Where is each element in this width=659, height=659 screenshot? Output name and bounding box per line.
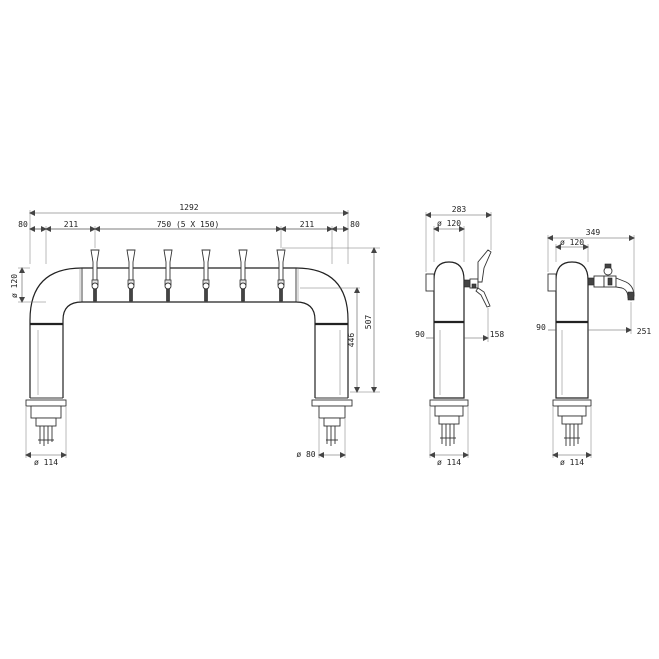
side-b-dim-90-label: 90 [536,323,546,332]
side-a-dim-dia114-label: ø 114 [437,458,461,467]
dim-dia114-front-label: ø 114 [34,458,58,467]
side-a-dim-90-label: 90 [415,330,425,339]
side-a-dim-283-label: 283 [452,205,467,214]
side-a-rear-cap [425,273,435,292]
side-a-column [433,261,465,399]
side-b-rear-cap [547,273,557,292]
side-view-b: 349 ø 120 90 251 ø 114 [536,228,651,467]
side-a-dim-158-label: 158 [490,330,505,339]
tap-5 [238,249,248,302]
front-view: 1292 80 211 750 (5 X 150) 211 80 ø 120 5… [10,203,380,467]
side-b-dim-251-label: 251 [637,327,652,336]
side-b-tap [587,263,635,301]
tap-4 [201,249,211,302]
dim-right-80-label: 80 [350,220,360,229]
tap-1 [90,249,100,302]
dim-total-label: 1292 [179,203,198,212]
tower-outline-inner [62,301,316,398]
dim-507-label: 507 [364,315,373,330]
tap-2 [126,249,136,302]
side-b-dim-349-label: 349 [586,228,601,237]
tower-outline-outer [29,267,349,398]
side-b-dim-dia114-label: ø 114 [560,458,584,467]
dim-right-211-label: 211 [300,220,315,229]
side-b-dim-dia120-label: ø 120 [560,238,584,247]
side-a-dim-dia120-label: ø 120 [437,219,461,228]
side-view-a: 283 ø 120 90 158 ø 114 [415,205,504,467]
dim-center-label: 750 (5 X 150) [157,220,220,229]
taps [90,249,286,302]
dim-left-211-label: 211 [64,220,79,229]
side-b-column [555,261,589,399]
dim-446-label: 446 [347,333,356,348]
tap-3 [163,249,173,302]
side-b-base [552,399,592,446]
dim-dia120-front-label: ø 120 [10,274,19,298]
dim-dia80-front-label: ø 80 [296,450,315,459]
tap-6 [276,249,286,302]
side-a-tap [463,249,492,308]
side-a-base [429,399,469,446]
left-base [25,399,67,446]
right-base [311,399,353,446]
dim-left-80-label: 80 [18,220,28,229]
